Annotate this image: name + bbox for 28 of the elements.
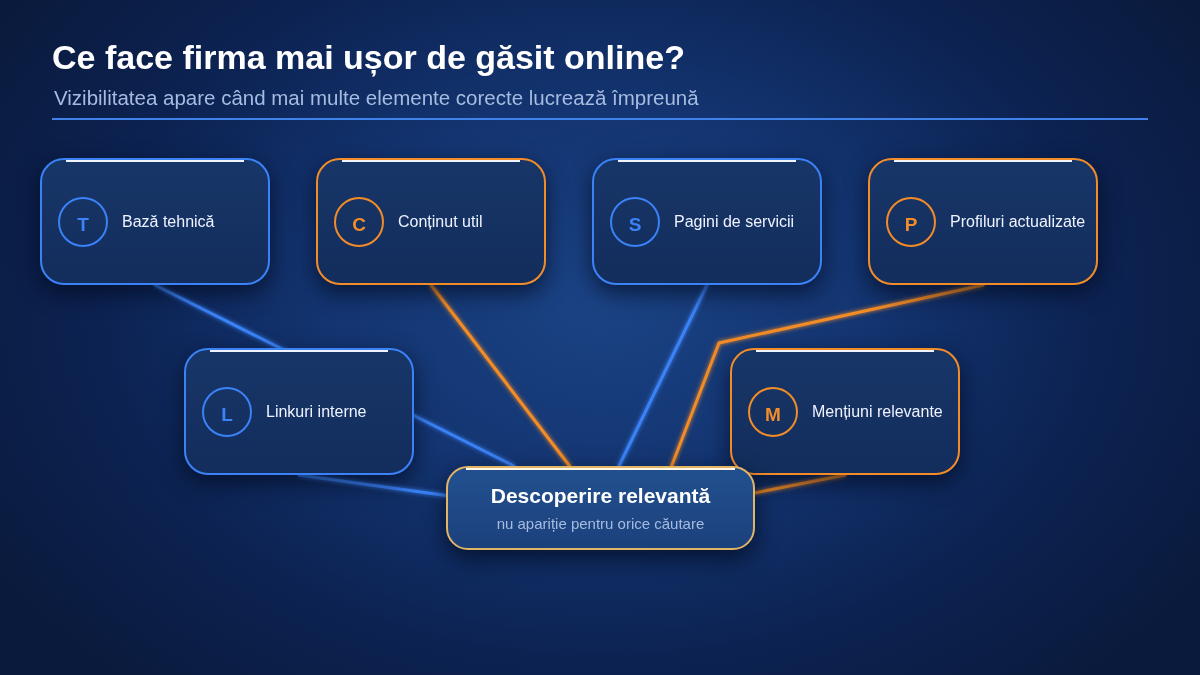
card-label: Mențiuni relevante — [812, 401, 943, 422]
connector-line — [297, 473, 448, 497]
connector-line — [429, 283, 572, 468]
title: Ce face firma mai ușor de găsit online? — [52, 37, 685, 78]
topic-card — [316, 158, 546, 285]
initial-badge: S — [610, 197, 660, 247]
topic-card — [592, 158, 822, 285]
card-label: Profiluri actualizate — [950, 211, 1086, 232]
connector-line — [617, 283, 709, 468]
result-subtitle: nu apariție pentru orice căutare — [496, 515, 705, 534]
initial-badge: P — [886, 197, 936, 247]
card-label: Conținut util — [398, 211, 483, 232]
initial-badge: C — [334, 197, 384, 247]
topic-card — [730, 348, 960, 475]
topic-card — [40, 158, 270, 285]
card-label: Linkuri interne — [266, 401, 367, 422]
card-label: Pagini de servicii — [674, 211, 795, 232]
result-heading: Descoperire relevantă — [490, 482, 711, 509]
connector-line — [670, 283, 985, 468]
card-label: Bază tehnică — [122, 211, 215, 232]
initial-badge: T — [58, 197, 108, 247]
subtitle: Vizibilitatea apare când mai multe elemente corecte lucrează împreună — [54, 86, 699, 111]
connector-line — [753, 473, 847, 495]
result-card — [446, 466, 755, 550]
topic-card — [868, 158, 1098, 285]
topic-card — [184, 348, 414, 475]
initial-badge: M — [748, 387, 798, 437]
initial-badge: L — [202, 387, 252, 437]
